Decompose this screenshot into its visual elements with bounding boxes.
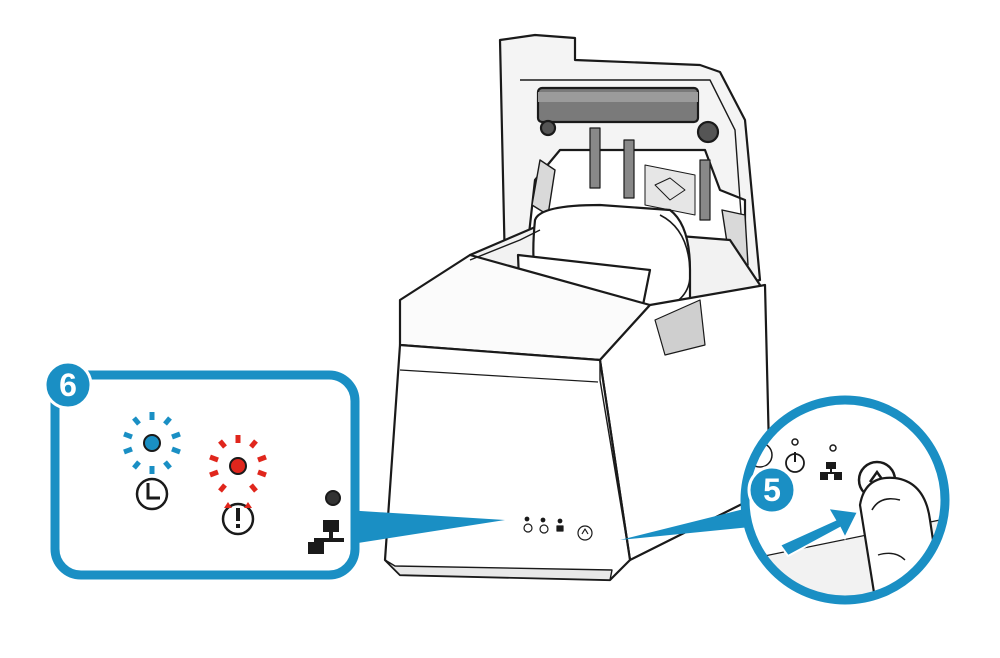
network-led <box>325 490 341 506</box>
blink-rays <box>209 435 267 493</box>
network-indicator <box>308 490 344 554</box>
step-6-badge: 6 <box>43 360 93 410</box>
callout-frame <box>50 370 360 580</box>
callout-feed-press: 5 <box>620 395 950 605</box>
power-led <box>524 516 530 522</box>
power-icon <box>135 477 169 511</box>
printer <box>383 33 772 582</box>
ready-led-blinking <box>123 412 181 511</box>
blink-rays <box>123 412 181 474</box>
network-icon <box>820 462 842 480</box>
control-panel <box>523 516 593 541</box>
network-icon <box>556 525 564 532</box>
error-led-blinking <box>209 435 267 536</box>
callout-pointer <box>620 505 770 540</box>
step-6-label: 6 <box>59 367 77 403</box>
error-led <box>229 457 247 475</box>
error-icon <box>539 524 549 534</box>
ready-led <box>143 434 161 452</box>
callout-pointer <box>345 510 505 545</box>
zoom-circle-frame <box>740 395 950 605</box>
network-icon <box>308 520 344 554</box>
network-led <box>557 518 563 524</box>
network-led <box>829 444 837 452</box>
error-led <box>540 517 546 523</box>
power-led <box>791 438 799 446</box>
feed-icon <box>581 528 589 535</box>
callout-led-status: 6 <box>43 360 505 580</box>
step-5-label: 5 <box>763 472 781 508</box>
feed-button[interactable] <box>577 525 593 541</box>
power-icon <box>523 523 533 533</box>
press-arrow-icon <box>778 506 860 558</box>
step-5-badge: 5 <box>747 465 797 515</box>
